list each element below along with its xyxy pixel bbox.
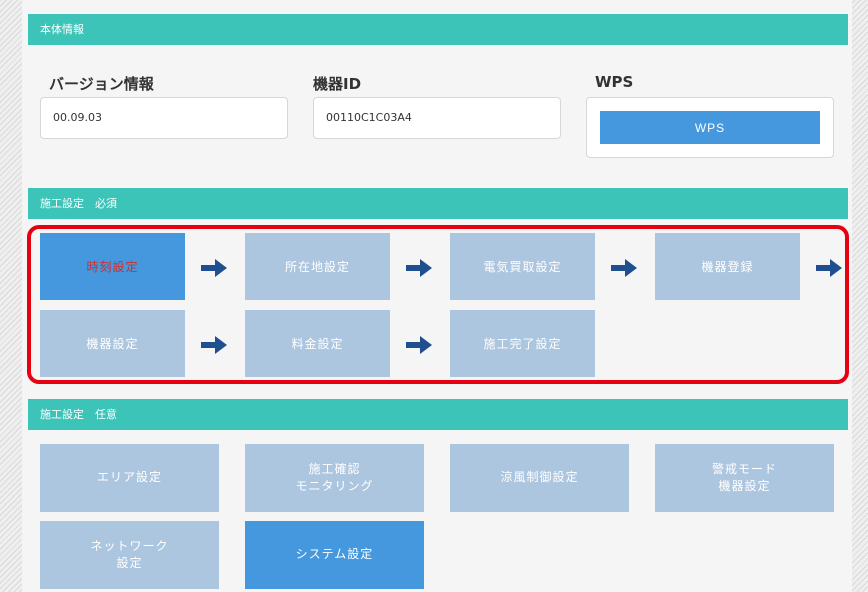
wps-button[interactable]: WPS (600, 111, 820, 144)
step-rate-setting[interactable]: 料金設定 (245, 310, 390, 377)
arrow-right-icon (816, 259, 842, 277)
option-alert-mode-device[interactable]: 警戒モード 機器設定 (655, 444, 834, 512)
step-device-registration[interactable]: 機器登録 (655, 233, 800, 300)
settings-page: 本体情報 バージョン情報 00.09.03 機器ID 00110C1C03A4 … (22, 0, 852, 592)
option-area-setting[interactable]: エリア設定 (40, 444, 219, 512)
wps-label: WPS (595, 73, 634, 91)
version-label: バージョン情報 (49, 75, 154, 93)
arrow-right-icon (611, 259, 637, 277)
required-steps-highlight (27, 225, 849, 384)
step-power-purchase-setting[interactable]: 電気買取設定 (450, 233, 595, 300)
option-installation-check-monitoring[interactable]: 施工確認 モニタリング (245, 444, 424, 512)
arrow-right-icon (201, 259, 227, 277)
section-header-install-optional: 施工設定 任意 (28, 399, 848, 430)
step-installation-complete[interactable]: 施工完了設定 (450, 310, 595, 377)
section-header-body-info: 本体情報 (28, 14, 848, 45)
section-header-install-required: 施工設定 必須 (28, 188, 848, 219)
step-device-setting[interactable]: 機器設定 (40, 310, 185, 377)
arrow-right-icon (201, 336, 227, 354)
arrow-right-icon (406, 336, 432, 354)
step-time-setting[interactable]: 時刻設定 (40, 233, 185, 300)
option-system-setting[interactable]: システム設定 (245, 521, 424, 589)
device-id-field: 00110C1C03A4 (313, 97, 561, 139)
version-field: 00.09.03 (40, 97, 288, 139)
wps-panel: WPS (586, 97, 834, 158)
device-id-label: 機器ID (313, 75, 362, 93)
arrow-right-icon (406, 259, 432, 277)
option-cool-breeze-control[interactable]: 涼風制御設定 (450, 444, 629, 512)
step-location-setting[interactable]: 所在地設定 (245, 233, 390, 300)
option-network-setting[interactable]: ネットワーク 設定 (40, 521, 219, 589)
